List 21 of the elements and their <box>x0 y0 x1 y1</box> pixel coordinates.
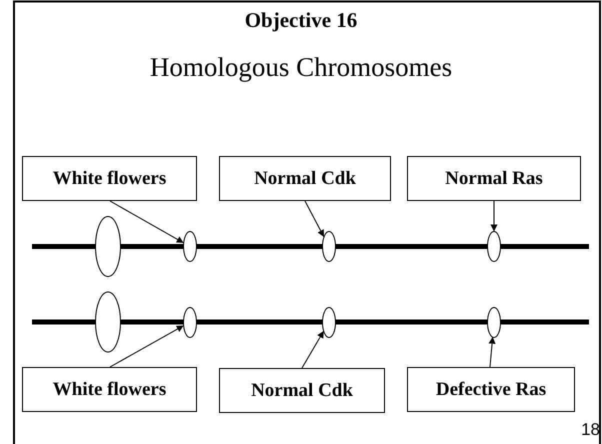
leader-arrow <box>490 200 498 232</box>
slide-title: Objective 16 <box>244 8 358 33</box>
label-box <box>22 367 197 412</box>
slide-subtitle: Homologous Chromosomes <box>148 52 454 83</box>
leader-arrow <box>302 330 324 368</box>
gene-label: Normal Cdk <box>254 168 356 190</box>
leader-arrow <box>488 336 496 368</box>
leader-arrow <box>110 325 184 368</box>
gene-label: Normal Cdk <box>251 380 353 402</box>
label-box <box>407 367 575 412</box>
gene-label: Normal Ras <box>445 168 543 190</box>
leader-arrow <box>304 200 324 238</box>
label-box <box>407 156 581 201</box>
page-number: 18 <box>580 420 600 440</box>
gene-label: Defective Ras <box>436 378 546 400</box>
gene-label: White flowers <box>52 168 166 190</box>
leader-arrow <box>110 200 184 244</box>
label-box <box>22 156 197 201</box>
gene-label: White flowers <box>52 378 166 400</box>
label-box <box>219 156 391 201</box>
label-box <box>219 368 385 413</box>
